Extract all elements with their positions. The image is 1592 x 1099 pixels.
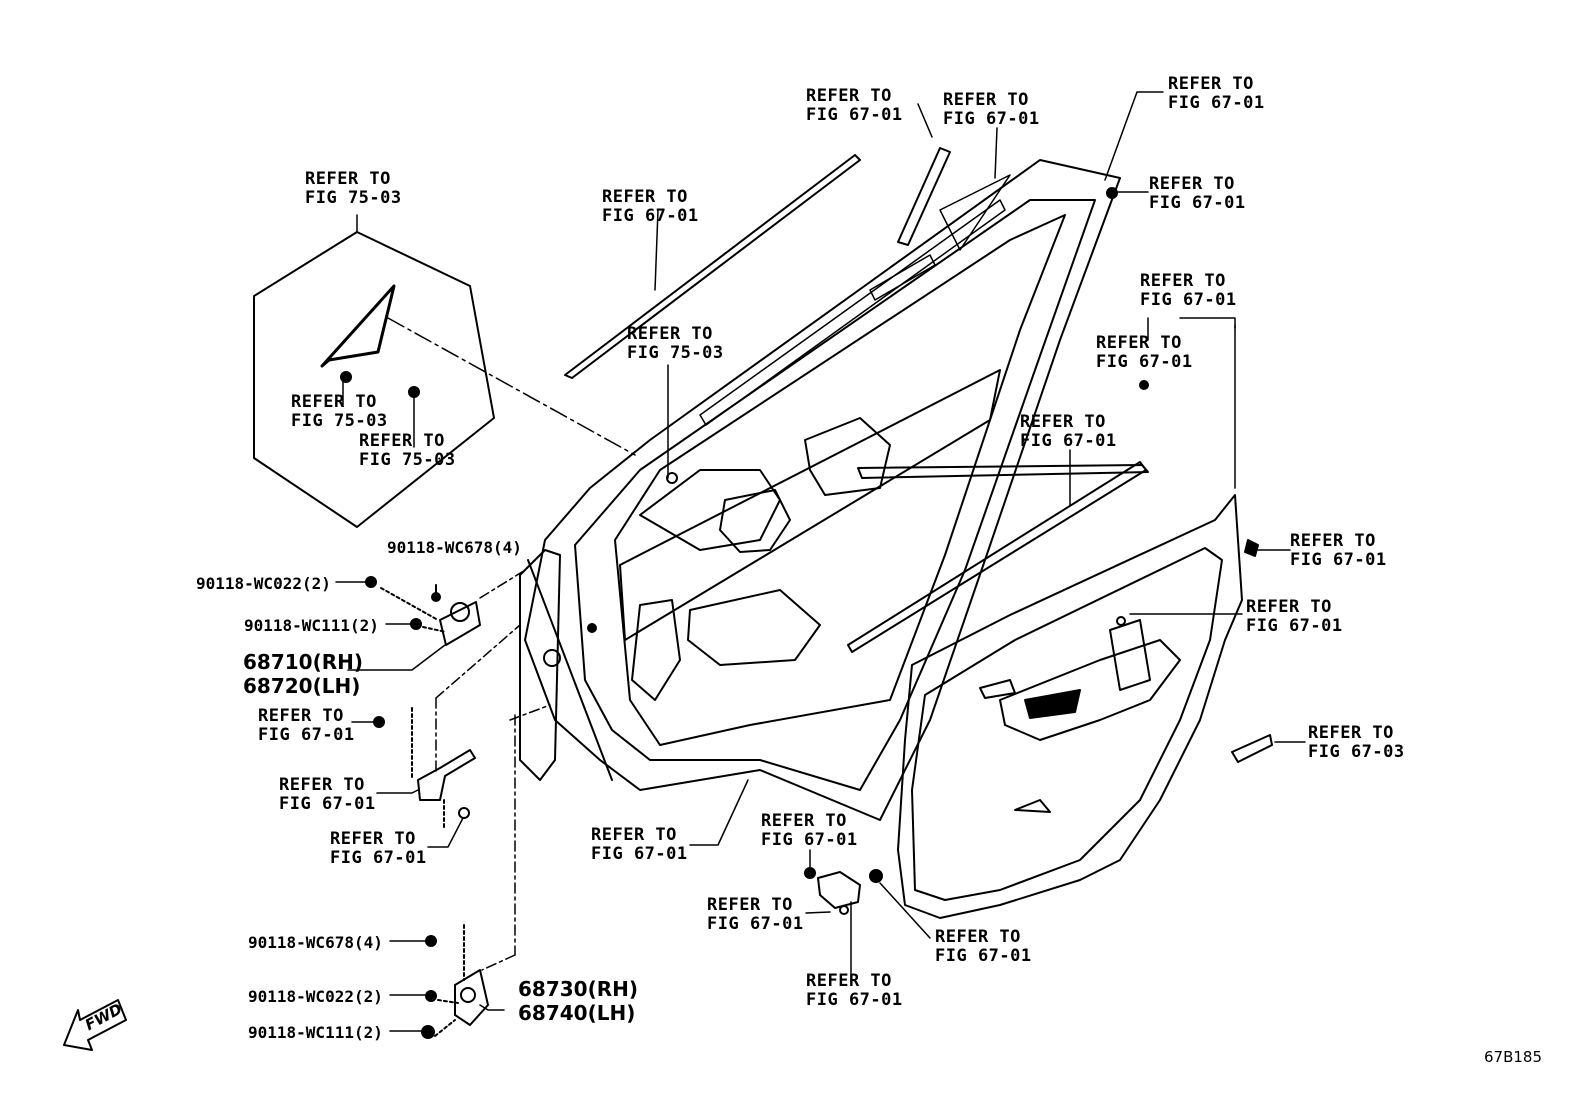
door-frame bbox=[519, 159, 1149, 821]
door-trim-panel bbox=[897, 324, 1273, 919]
upper-hinge bbox=[365, 571, 523, 776]
part-90118-wc111-lower: 90118-WC111(2) bbox=[248, 1023, 383, 1042]
hexagon-detail-view bbox=[253, 214, 495, 528]
part-90118-wc678-lower: 90118-WC678(4) bbox=[248, 933, 383, 952]
door-check bbox=[373, 704, 551, 831]
part-90118-wc022-lower: 90118-WC022(2) bbox=[248, 987, 383, 1006]
part-68710-68720: 68710(RH)68720(LH) bbox=[243, 650, 363, 698]
lower-hinge bbox=[421, 714, 516, 1039]
figure-code: 67B185 bbox=[1484, 1048, 1543, 1066]
leader-lines bbox=[335, 91, 1306, 1032]
weatherstrips bbox=[564, 103, 1149, 653]
lower-bracket bbox=[804, 849, 883, 915]
part-68730-68740: 68730(RH)68740(LH) bbox=[518, 977, 638, 1025]
fwd-arrow-icon bbox=[63, 999, 127, 1051]
part-90118-wc022-upper: 90118-WC022(2) bbox=[196, 574, 331, 593]
part-90118-wc678-upper: 90118-WC678(4) bbox=[387, 538, 522, 557]
part-90118-wc111-upper: 90118-WC111(2) bbox=[244, 616, 379, 635]
